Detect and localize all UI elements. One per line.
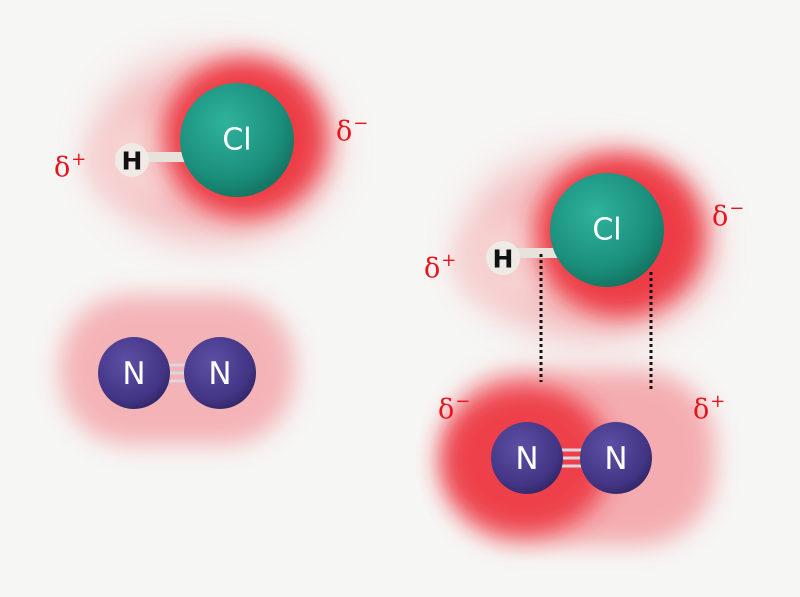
left-h-atom: [115, 143, 149, 177]
left-n2-label: N: [208, 356, 231, 392]
right-h-atom: [486, 241, 520, 275]
right-n2-atom: [580, 422, 652, 494]
left-n2-cloud: [60, 295, 295, 445]
left-hcl-bond: [140, 152, 185, 162]
right-n2-molecule: N N: [440, 370, 715, 545]
right-hcl-molecule: H Cl: [453, 150, 715, 340]
left-cl-atom: [180, 83, 294, 197]
right-n2-delta-minus: δ−: [438, 391, 471, 425]
left-n1-label: N: [122, 356, 145, 392]
right-cl-atom: [550, 173, 664, 287]
left-n1-atom: [98, 337, 170, 409]
right-cl-delta-minus: δ−: [712, 198, 745, 232]
left-n2-molecule: N N: [60, 295, 295, 445]
right-cl-label: Cl: [592, 213, 621, 248]
right-h-delta-plus: δ+: [424, 250, 457, 284]
right-n2-label: N: [604, 441, 627, 477]
interaction-lines: [539, 254, 653, 392]
right-hcl-bond: [510, 248, 560, 258]
left-n2-atom: [184, 337, 256, 409]
right-n2-delta-plus: δ+: [693, 391, 726, 425]
right-n1-label: N: [515, 441, 538, 477]
left-h-delta-plus: δ+: [54, 149, 87, 183]
left-cl-delta-minus: δ−: [336, 113, 369, 147]
left-cl-label: Cl: [222, 123, 251, 158]
left-hcl-molecule: H Cl: [85, 53, 335, 243]
right-h-label: H: [493, 245, 514, 274]
left-h-label: H: [122, 147, 143, 176]
right-n1-atom: [491, 422, 563, 494]
